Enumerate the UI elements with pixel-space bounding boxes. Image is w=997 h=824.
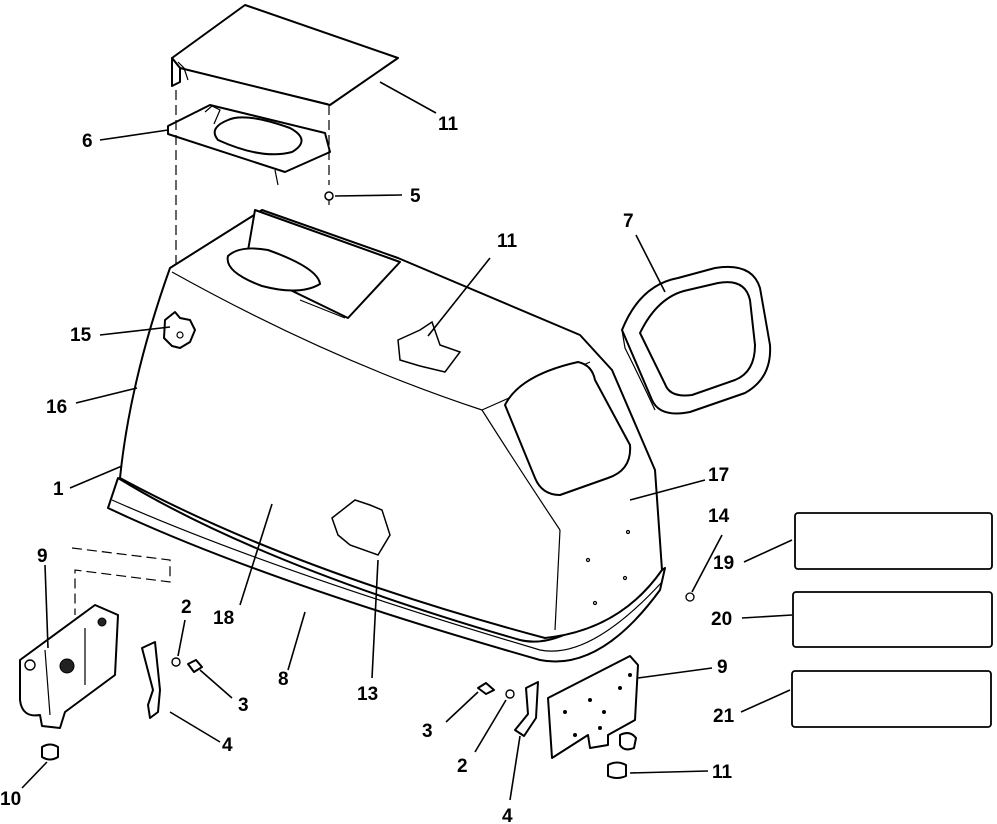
part-13-decal (331, 499, 391, 556)
part-4-clip-right (514, 681, 539, 737)
callout-15: 15 (70, 325, 92, 346)
part-11-grommet-left (41, 743, 59, 761)
part-6-grille-plate (167, 104, 331, 186)
callout-11-right: 11 (712, 762, 733, 783)
callout-4-left: 4 (222, 735, 233, 756)
part-9-bracket-left (19, 604, 119, 729)
part-7-window-frame (621, 266, 772, 415)
part-11-grommet-right (607, 761, 627, 779)
callout-3-left: 3 (238, 695, 249, 716)
callout-9-left: 9 (37, 546, 48, 567)
callout-20: 20 (711, 609, 732, 630)
callout-11-left: 10 (0, 789, 21, 810)
callout-3-right: 3 (422, 721, 433, 742)
callout-2-right: 2 (457, 756, 468, 777)
part-4-clip-left (141, 641, 161, 719)
part-5-screw (324, 191, 334, 205)
callout-18: 18 (213, 608, 234, 629)
callout-7: 7 (623, 211, 634, 232)
callout-14: 11 (438, 114, 459, 135)
part-9-bracket-right (547, 655, 639, 759)
part-21-label-panel (791, 670, 992, 728)
part-2-washer-left (171, 657, 181, 667)
part-2-washer-right (505, 689, 515, 699)
callout-17: 17 (708, 465, 729, 486)
callout-6: 6 (82, 131, 93, 152)
callout-8: 8 (278, 669, 289, 690)
callout-13: 13 (357, 684, 378, 705)
part-19-label-panel (794, 512, 993, 570)
alignment-line-bracket (71, 547, 171, 615)
part-3-bolt-left (187, 659, 203, 673)
callout-9-right: 9 (717, 657, 728, 678)
part-12-screw (685, 592, 695, 602)
part-10-decal (397, 320, 462, 373)
callout-2-left: 2 (181, 597, 192, 618)
callout-19: 19 (713, 553, 734, 574)
callout-1: 1 (53, 479, 64, 500)
part-14-cover-lid (171, 4, 399, 106)
callout-21: 21 (713, 706, 735, 727)
callout-5: 5 (410, 186, 421, 207)
callout-10: 11 (497, 231, 518, 252)
part-1-motor-cover (107, 209, 666, 663)
callout-4-right: 4 (502, 806, 513, 824)
part-15-knob (163, 311, 196, 349)
part-20-label-panel (792, 591, 993, 648)
callout-16: 16 (46, 397, 67, 418)
callout-12: 14 (708, 506, 730, 527)
leader-lines (21, 81, 793, 801)
part-3-bolt-right (477, 682, 495, 695)
